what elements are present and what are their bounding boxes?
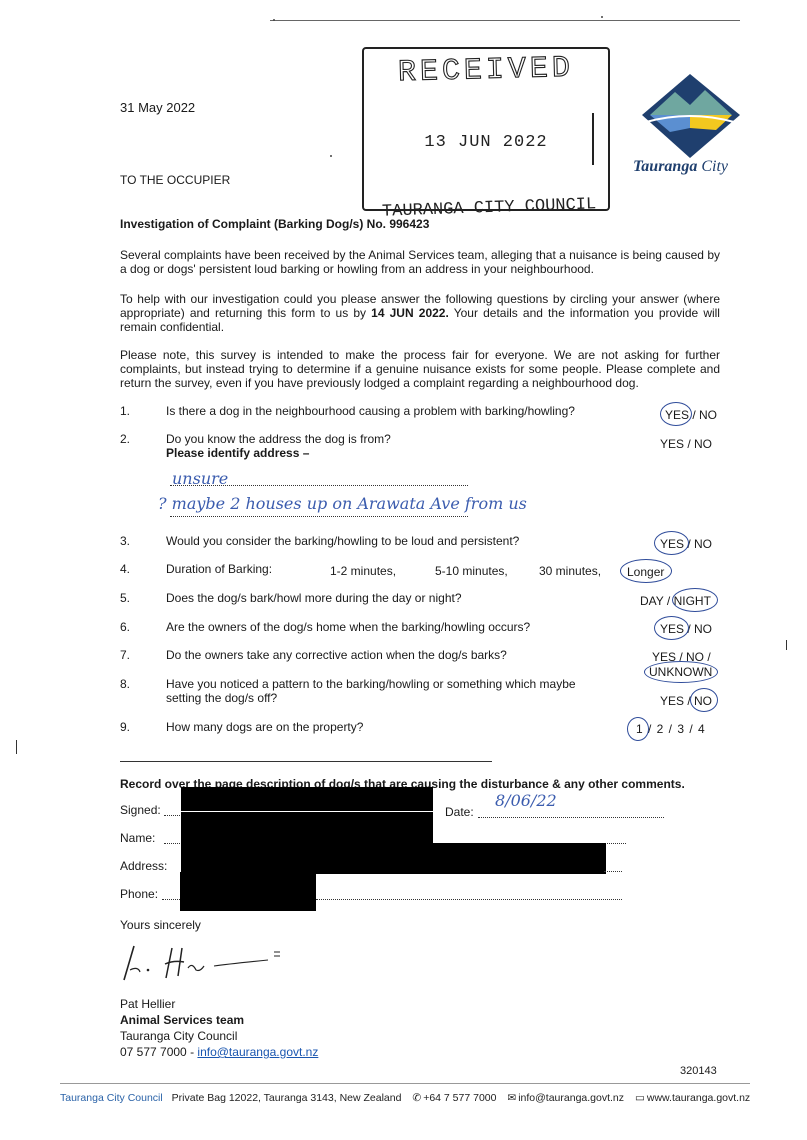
name-label: Name: [120, 831, 156, 845]
sender-phone: 07 577 7000 - [120, 1045, 195, 1059]
question-9-text: How many dogs are on the property? [166, 720, 364, 734]
answer-circle-yes [654, 616, 689, 640]
phone-icon: ✆ [412, 1092, 422, 1105]
question-8-text: Have you noticed a pattern to the barkin… [166, 677, 576, 705]
address-dotted-line [170, 485, 468, 486]
address-label: Address: [120, 859, 168, 873]
redaction-box [181, 843, 606, 874]
logo-name-rest: City [701, 158, 728, 175]
answer-circle-unknown [644, 661, 718, 683]
answer-circle-yes [654, 531, 689, 555]
question-2-text: Do you know the address the dog is from?… [166, 432, 391, 460]
question-number: 1. [120, 404, 131, 418]
redaction-box [181, 787, 433, 811]
note-paragraph: Please note, this survey is intended to … [120, 348, 720, 390]
tauranga-logo [630, 70, 750, 180]
scan-top-line [270, 20, 740, 21]
duration-option[interactable]: 5-10 minutes, [435, 564, 508, 578]
stamp-title: RECEIVED [397, 51, 575, 91]
address-dotted-line [170, 516, 468, 517]
scan-speck [273, 19, 275, 21]
envelope-icon: ✉ [507, 1092, 517, 1105]
confidential-text: Your details and the information you pro… [120, 306, 720, 334]
address-dotted-line[interactable] [604, 871, 622, 872]
instructions-text: To help with our investigation could you… [120, 292, 720, 320]
signed-label: Signed: [120, 803, 161, 817]
answer-circle-night [672, 588, 718, 612]
answer-circle-longer [620, 559, 672, 583]
sender-team: Animal Services team [120, 1013, 245, 1027]
instructions-paragraph: To help with our investigation could you… [120, 292, 720, 334]
letter-date: 31 May 2022 [120, 100, 196, 115]
redaction-box [180, 872, 316, 911]
question-2-answer[interactable]: YES / NO [660, 437, 713, 451]
question-5-text: Does the dog/s bark/howl more during the… [166, 591, 462, 605]
answer-circle-one [627, 717, 649, 741]
handwritten-date: 8/06/22 [495, 791, 557, 810]
phone-dotted-line [162, 899, 182, 900]
logo-name-italic: Tauranga [633, 158, 698, 175]
logo-wordmark: Tauranga City [633, 158, 728, 176]
signature-image [123, 945, 280, 981]
question-number: 3. [120, 534, 131, 548]
footer-email[interactable]: info@tauranga.govt.nz [518, 1092, 625, 1104]
salutation: Yours sincerely [120, 918, 201, 932]
intro-paragraph: Several complaints have been received by… [120, 248, 720, 276]
question-7-answer[interactable]: YES / NO / [652, 650, 711, 664]
complaint-heading: Investigation of Complaint (Barking Dog/… [120, 217, 430, 231]
duration-option[interactable]: 1-2 minutes, [330, 564, 397, 578]
date-label: Date: [445, 805, 474, 819]
question-number: 2. [120, 432, 131, 446]
footer-phone: +64 7 577 7000 [423, 1092, 497, 1104]
question-6-text: Are the owners of the dog/s home when th… [166, 620, 531, 634]
stamp-date: 13 JUN 2022 [424, 133, 548, 152]
phone-dotted-line[interactable] [316, 899, 622, 900]
footer-web[interactable]: www.tauranga.govt.nz [646, 1092, 751, 1104]
question-number: 7. [120, 648, 131, 662]
date-dotted-line[interactable] [478, 817, 664, 818]
scan-edge-mark [16, 740, 17, 754]
sender-name: Pat Hellier [120, 997, 176, 1011]
handwritten-address-1: unsure [172, 469, 229, 488]
question-1-text: Is there a dog in the neighbourhood caus… [166, 404, 575, 418]
question-number: 8. [120, 677, 131, 691]
question-number: 4. [120, 562, 131, 576]
question-number: 9. [120, 720, 131, 734]
question-2-main: Do you know the address the dog is from? [166, 432, 391, 446]
monitor-icon: ▭ [634, 1092, 645, 1105]
scan-edge-mark [786, 640, 787, 650]
question-9-answer[interactable]: 1 / 2 / 3 / 4 [636, 722, 706, 736]
answer-circle-yes [660, 402, 692, 426]
return-deadline: 14 JUN 2022. [371, 306, 449, 320]
name-dotted-line [164, 843, 182, 844]
sender-email-link[interactable]: info@tauranga.govt.nz [197, 1045, 319, 1059]
recipient-line: TO THE OCCUPIER [120, 173, 231, 187]
received-stamp: RECEIVED 13 JUN 2022 TAURANGA CITY COUNC… [362, 47, 610, 222]
question-4-text: Duration of Barking: [166, 562, 273, 576]
phone-label: Phone: [120, 887, 159, 901]
answer-circle-no [690, 688, 718, 712]
document-reference: 320143 [680, 1065, 717, 1077]
question-3-text: Would you consider the barking/howling t… [166, 534, 520, 548]
sender-block: Pat Hellier Animal Services team Taurang… [120, 996, 318, 1060]
sender-contact: 07 577 7000 - info@tauranga.govt.nz [120, 1044, 318, 1060]
footer-address: Private Bag 12022, Tauranga 3143, New Ze… [171, 1092, 402, 1104]
section-divider [120, 761, 492, 762]
question-number: 5. [120, 591, 131, 605]
duration-option[interactable]: 30 minutes, [539, 564, 602, 578]
signed-dotted-line [164, 815, 182, 816]
question-number: 6. [120, 620, 131, 634]
scan-speck [601, 16, 603, 18]
scan-speck [330, 155, 332, 157]
stamp-bar [592, 113, 594, 165]
handwritten-address-2: ? maybe 2 houses up on Arawata Ave from … [158, 494, 527, 513]
page-footer: Tauranga City Council Private Bag 12022,… [60, 1092, 750, 1104]
question-2-subtext: Please identify address – [166, 446, 310, 460]
footer-brand: Tauranga City Council [60, 1092, 163, 1104]
logo-emblem-icon [642, 74, 740, 158]
footer-divider [60, 1083, 750, 1084]
sender-org: Tauranga City Council [120, 1029, 238, 1043]
question-7-text: Do the owners take any corrective action… [166, 648, 507, 662]
